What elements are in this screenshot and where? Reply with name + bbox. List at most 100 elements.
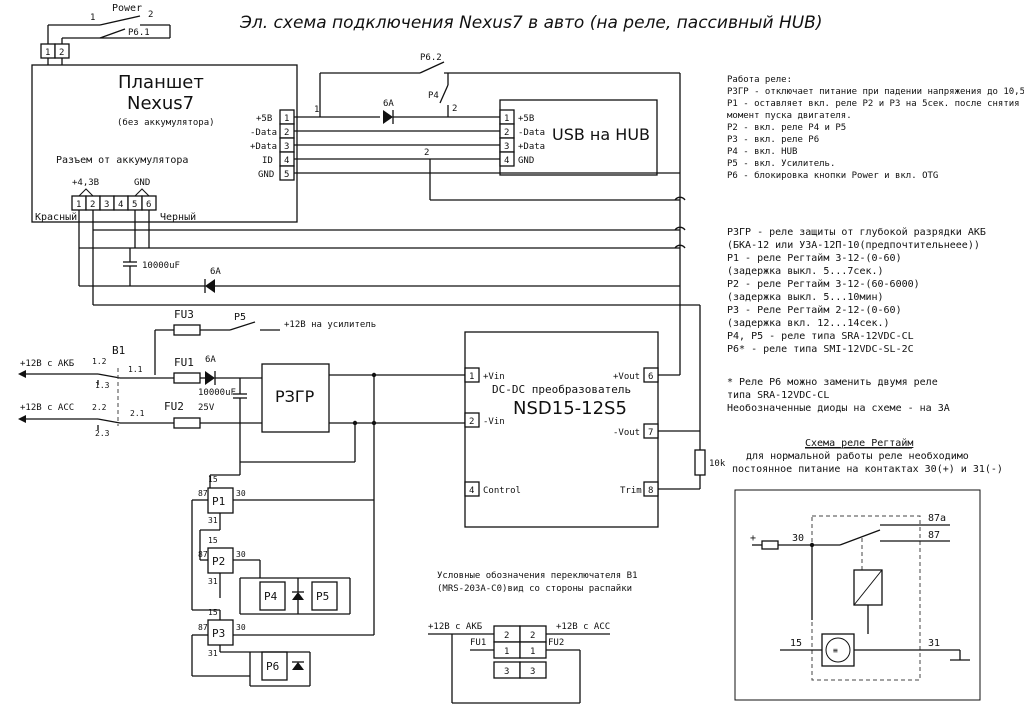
svg-text:4: 4 [284, 156, 289, 166]
svg-text:+Vout: +Vout [613, 372, 640, 382]
svg-text:2: 2 [90, 200, 95, 210]
fu2-label: FU2 [164, 400, 184, 413]
tablet-usb-pins: 1 2 3 4 5 +5В -Data +Data ID GND [250, 109, 295, 181]
svg-text:постоянное питание на контакта: постоянное питание на контактах 30(+) и … [732, 464, 1003, 475]
svg-text:РЗГР - отключает питание при п: РЗГР - отключает питание при падении нап… [727, 87, 1024, 97]
b1-label: B1 [112, 344, 125, 357]
regtime-timer-mark: ≡ [833, 646, 838, 655]
resistor-10k [694, 449, 706, 476]
power-label: Power [112, 3, 142, 14]
power-pin1: 1 [90, 13, 95, 23]
relay-work-notes: Работа реле: РЗГР - отключает питание пр… [727, 74, 1024, 181]
svg-text:(задержка выкл. 5...10мин): (задержка выкл. 5...10мин) [727, 292, 884, 303]
svg-text:P4: P4 [264, 590, 278, 603]
svg-text:ID: ID [262, 156, 273, 166]
svg-text:3: 3 [504, 142, 509, 152]
svg-text:3: 3 [530, 667, 535, 677]
b1-11-label: 1.1 [128, 365, 143, 374]
svg-text:+5В: +5В [518, 114, 534, 124]
diode-6a-battery-label: 6A [210, 267, 221, 277]
svg-text:FU1: FU1 [470, 638, 486, 648]
svg-text:для нормальной работы реле нео: для нормальной работы реле необходимо [746, 450, 969, 462]
svg-text:30: 30 [792, 533, 804, 544]
switch-legend: Условные обозначения переключателя B1 (M… [428, 570, 637, 704]
svg-text:-Data: -Data [518, 128, 545, 138]
svg-text:87: 87 [198, 623, 208, 632]
tablet-name-line2: Nexus7 [127, 93, 194, 114]
cap2-voltage: 25V [198, 403, 215, 413]
b1-23-label: 2.3 [95, 429, 110, 438]
svg-text:3: 3 [104, 200, 109, 210]
svg-text:P5 - вкл. Усилитель.: P5 - вкл. Усилитель. [727, 159, 835, 169]
dcdc-block: DC-DC преобразователь NSD15-12S5 1 2 4 6… [464, 331, 726, 528]
rzgr-box [261, 363, 330, 433]
svg-text:87: 87 [198, 489, 208, 498]
svg-text:2: 2 [469, 417, 474, 427]
svg-text:6: 6 [648, 372, 653, 382]
svg-text:2: 2 [530, 631, 535, 641]
svg-text:GND: GND [518, 156, 534, 166]
p4-switch-label: P4 [428, 91, 439, 101]
svg-text:30: 30 [236, 623, 246, 632]
svg-text:GND: GND [258, 170, 274, 180]
svg-text:15: 15 [790, 638, 802, 649]
svg-text:P2 - вкл. реле P4 и P5: P2 - вкл. реле P4 и P5 [727, 123, 846, 133]
power-pin2: 2 [148, 10, 153, 20]
svg-text:2: 2 [284, 128, 289, 138]
svg-text:(БКА-12 или УЗА-12П-10(предпоч: (БКА-12 или УЗА-12П-10(предпочтительнееe… [727, 240, 980, 251]
battery-connector-label: Разъем от аккумулятора [56, 155, 188, 166]
svg-text:8: 8 [648, 486, 653, 496]
svg-text:87a: 87a [928, 513, 946, 524]
svg-text:P6* - реле типа SMI-12VDC-SL-2: P6* - реле типа SMI-12VDC-SL-2C [727, 344, 914, 355]
power-connector-num2: 2 [59, 48, 64, 58]
b1-13-label: 1.3 [95, 381, 110, 390]
svg-text:+Vin: +Vin [483, 372, 505, 382]
cap-10000uf-label: 10000uF [142, 261, 180, 271]
svg-text:5: 5 [132, 200, 137, 210]
svg-text:P5: P5 [316, 590, 329, 603]
svg-text:4: 4 [469, 486, 474, 496]
relay-p2 [207, 547, 234, 574]
svg-text:31: 31 [928, 638, 940, 649]
fuse-fu1 [173, 372, 201, 384]
svg-text:1: 1 [530, 647, 535, 657]
svg-text:РЗГР - реле защиты от глубокой: РЗГР - реле защиты от глубокой разрядки … [727, 226, 986, 238]
tablet-note: (без аккумулятора) [117, 117, 215, 128]
svg-text:-Vout: -Vout [613, 428, 640, 438]
svg-text:+5В: +5В [256, 114, 272, 124]
svg-text:FU2: FU2 [548, 638, 564, 648]
svg-text:Работа реле:: Работа реле: [727, 74, 792, 85]
diode-6a-battery [205, 279, 215, 293]
usb-wiring: 6A P6.2 1 P4 2 2 [294, 53, 680, 201]
node-2b-label: 2 [424, 148, 429, 158]
svg-text:1: 1 [504, 114, 509, 124]
svg-text:30: 30 [236, 550, 246, 559]
svg-text:30: 30 [236, 489, 246, 498]
node-2-label: 2 [452, 104, 457, 114]
svg-text:5: 5 [284, 170, 289, 180]
acc-input-label: +12В с АСС [20, 403, 74, 413]
relays: P1 15 87 30 31 P2 15 87 30 31 P4 P5 [191, 462, 374, 687]
svg-text:4: 4 [118, 200, 123, 210]
svg-text:P1 - оставляет вкл. реле P2 и: P1 - оставляет вкл. реле P2 и P3 на 5сек… [727, 99, 1024, 109]
regtime-schematic: + 30 87a 87 15 ≡ 31 [734, 489, 981, 701]
hub-box [499, 99, 658, 176]
tablet-block: Планшет Nexus7 (без аккумулятора) Разъем… [31, 64, 298, 223]
diode-6a-usb [383, 110, 393, 124]
svg-text:6: 6 [146, 200, 151, 210]
relay-spec-notes: РЗГР - реле защиты от глубокой разрядки … [727, 226, 986, 414]
svg-text:+12В с АСС: +12В с АСС [556, 622, 610, 632]
amplifier-label: +12В на усилитель [284, 320, 376, 330]
svg-text:P4 - вкл. HUB: P4 - вкл. HUB [727, 147, 797, 157]
svg-text:+Data: +Data [250, 142, 277, 152]
relay-p6 [261, 651, 288, 681]
svg-text:P3 - вкл. реле P6: P3 - вкл. реле P6 [727, 135, 819, 145]
p61-label: P6.1 [128, 28, 150, 38]
svg-text:31: 31 [208, 577, 218, 586]
battery-red: Красный [35, 211, 77, 223]
resistor-10k-label: 10k [709, 459, 726, 469]
svg-text:(задержка вкл. 12...14сек.): (задержка вкл. 12...14сек.) [727, 318, 890, 329]
svg-text:4: 4 [504, 156, 509, 166]
tablet-name-line1: Планшет [118, 72, 204, 93]
